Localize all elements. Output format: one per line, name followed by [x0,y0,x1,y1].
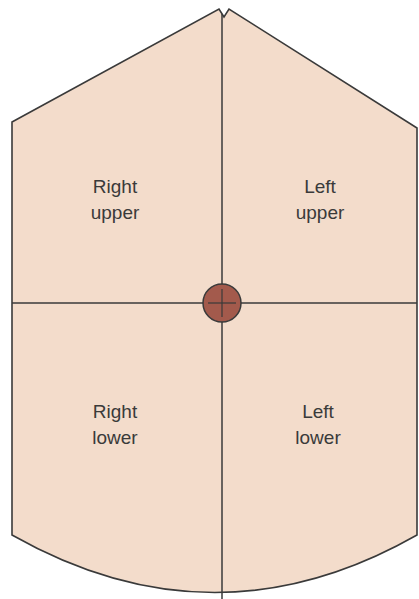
quadrant-region: Left lower [295,399,340,450]
abdomen-outline [12,9,417,593]
navel-cross [208,302,236,303]
quadrant-region: Right lower [92,399,137,450]
quadrant-label: Right upper [91,174,140,225]
quadrant-label: Left lower [295,399,340,450]
quadrant-label: Left upper [296,174,345,225]
horizontal-line [12,302,417,304]
quadrant-region: Right upper [91,174,140,225]
navel-circle [203,284,241,322]
quadrant-region: Left upper [296,174,345,225]
vertical-line [221,14,223,599]
quadrant-label: Right lower [92,399,137,450]
